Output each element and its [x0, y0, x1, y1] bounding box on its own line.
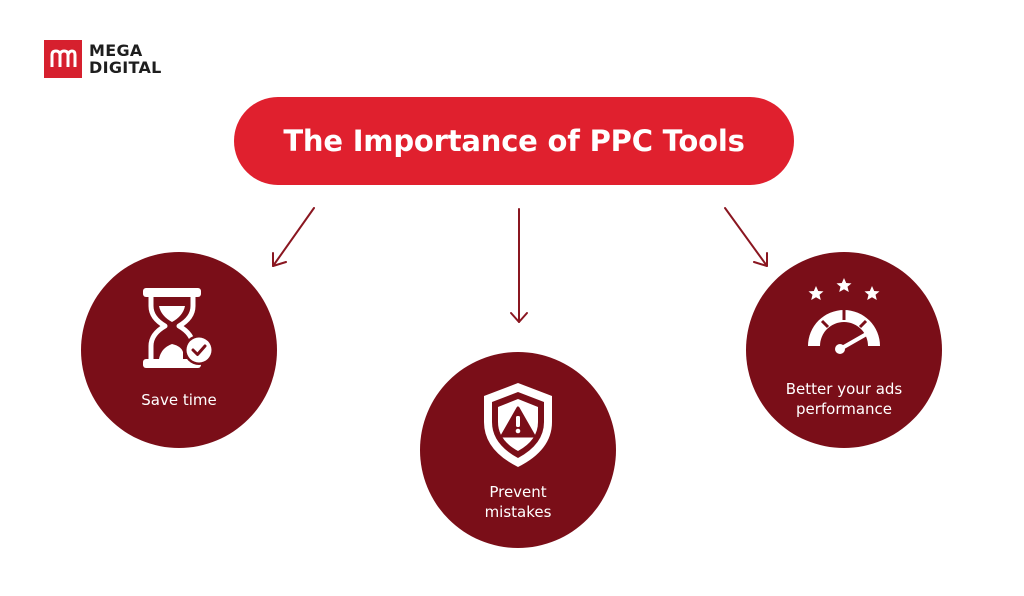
diagram-title-text: The Importance of PPC Tools [283, 124, 745, 158]
rating-stars-icon [808, 278, 880, 300]
node-ads-performance: Better your ads performance [746, 252, 942, 448]
node-label-prevent-mistakes: Prevent mistakes [420, 482, 616, 522]
brand-logo-line1: MEGA [89, 41, 143, 60]
node-save-time: Save time [81, 252, 277, 448]
node-label-ads-performance-text: Better your ads performance [785, 380, 903, 418]
node-label-prevent-mistakes-text: Prevent mistakes [484, 483, 552, 521]
arrow-to-prevent-mistakes [510, 208, 528, 323]
node-prevent-mistakes: Prevent mistakes [420, 352, 616, 548]
brand-logo-icon [44, 40, 82, 78]
arrow-to-save-time [272, 207, 315, 267]
arrow-to-ads-performance [724, 207, 768, 267]
hourglass-check-icon [139, 286, 219, 376]
node-label-ads-performance: Better your ads performance [746, 379, 942, 419]
node-label-save-time: Save time [141, 391, 217, 409]
brand-logo-text: MEGA DIGITAL [89, 42, 162, 76]
brand-logo: MEGA DIGITAL [44, 40, 162, 78]
gauge-stars-icon [798, 276, 890, 364]
shield-warning-icon [480, 380, 556, 474]
brand-logo-line2: DIGITAL [89, 58, 162, 77]
diagram-title: The Importance of PPC Tools [234, 97, 794, 185]
